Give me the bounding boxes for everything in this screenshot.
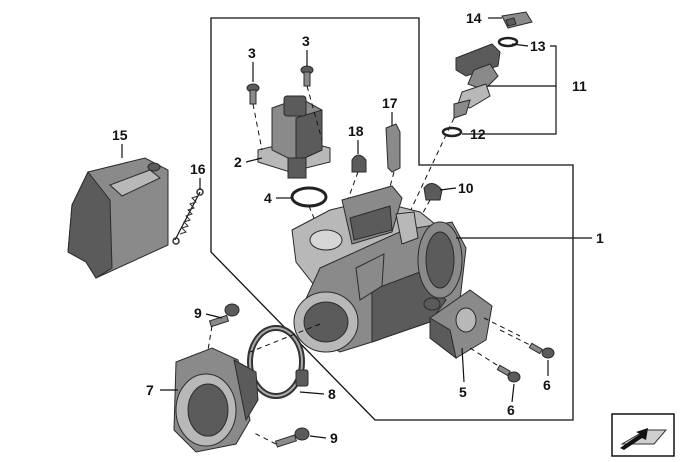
part-13-seal: [497, 36, 519, 48]
callout-18: 18: [348, 123, 364, 139]
part-2-actuator: [257, 95, 331, 179]
callout-1: 1: [596, 230, 604, 246]
part-6-screw-lower: [469, 347, 521, 383]
part-group-arrow-icon: [611, 413, 675, 457]
callout-9-top: 9: [194, 305, 202, 321]
part-12-o-ring: [441, 126, 463, 138]
part-18-cap: [343, 154, 367, 211]
part-5-sensor: [429, 289, 521, 360]
callout-3-left: 3: [248, 45, 256, 61]
part-3-screw-right: [300, 65, 323, 141]
part-6-screw-right: [499, 329, 555, 359]
callout-2: 2: [234, 154, 242, 170]
alignment-line: [249, 323, 321, 353]
part-3-screw-left: [246, 83, 263, 151]
part-11-injector: [391, 43, 501, 251]
part-8-hose-clamp: [247, 325, 309, 399]
callout-labels: 1 2 3 3 4 5 6 6 7 8 9 9 10 11 12 13 14 1…: [112, 10, 604, 446]
callout-12: 12: [470, 126, 486, 142]
callout-3-right: 3: [302, 33, 310, 49]
part-15-cover: [67, 157, 169, 279]
callout-6-lower: 6: [507, 402, 515, 418]
callout-5: 5: [459, 384, 467, 400]
part-16-spring: [172, 188, 204, 245]
callout-4: 4: [264, 190, 272, 206]
leader-lines: [121, 17, 592, 439]
callout-9-bottom: 9: [330, 430, 338, 446]
callout-11: 11: [572, 78, 587, 94]
part-9-screw-top: [207, 303, 240, 351]
part-9-screw-bottom: [251, 427, 310, 448]
callout-7: 7: [146, 382, 154, 398]
assembly-frame: [210, 17, 574, 421]
callout-14: 14: [466, 10, 482, 26]
callout-10: 10: [458, 180, 474, 196]
callout-17: 17: [382, 95, 398, 111]
callout-13: 13: [530, 38, 546, 54]
callout-16: 16: [190, 161, 206, 177]
part-1-throttle-body: [291, 185, 467, 353]
part-7-intake-flange: [173, 347, 259, 453]
part-14-clip: [501, 11, 533, 29]
callout-15: 15: [112, 127, 128, 143]
callout-8: 8: [328, 386, 336, 402]
callout-6-right: 6: [543, 377, 551, 393]
